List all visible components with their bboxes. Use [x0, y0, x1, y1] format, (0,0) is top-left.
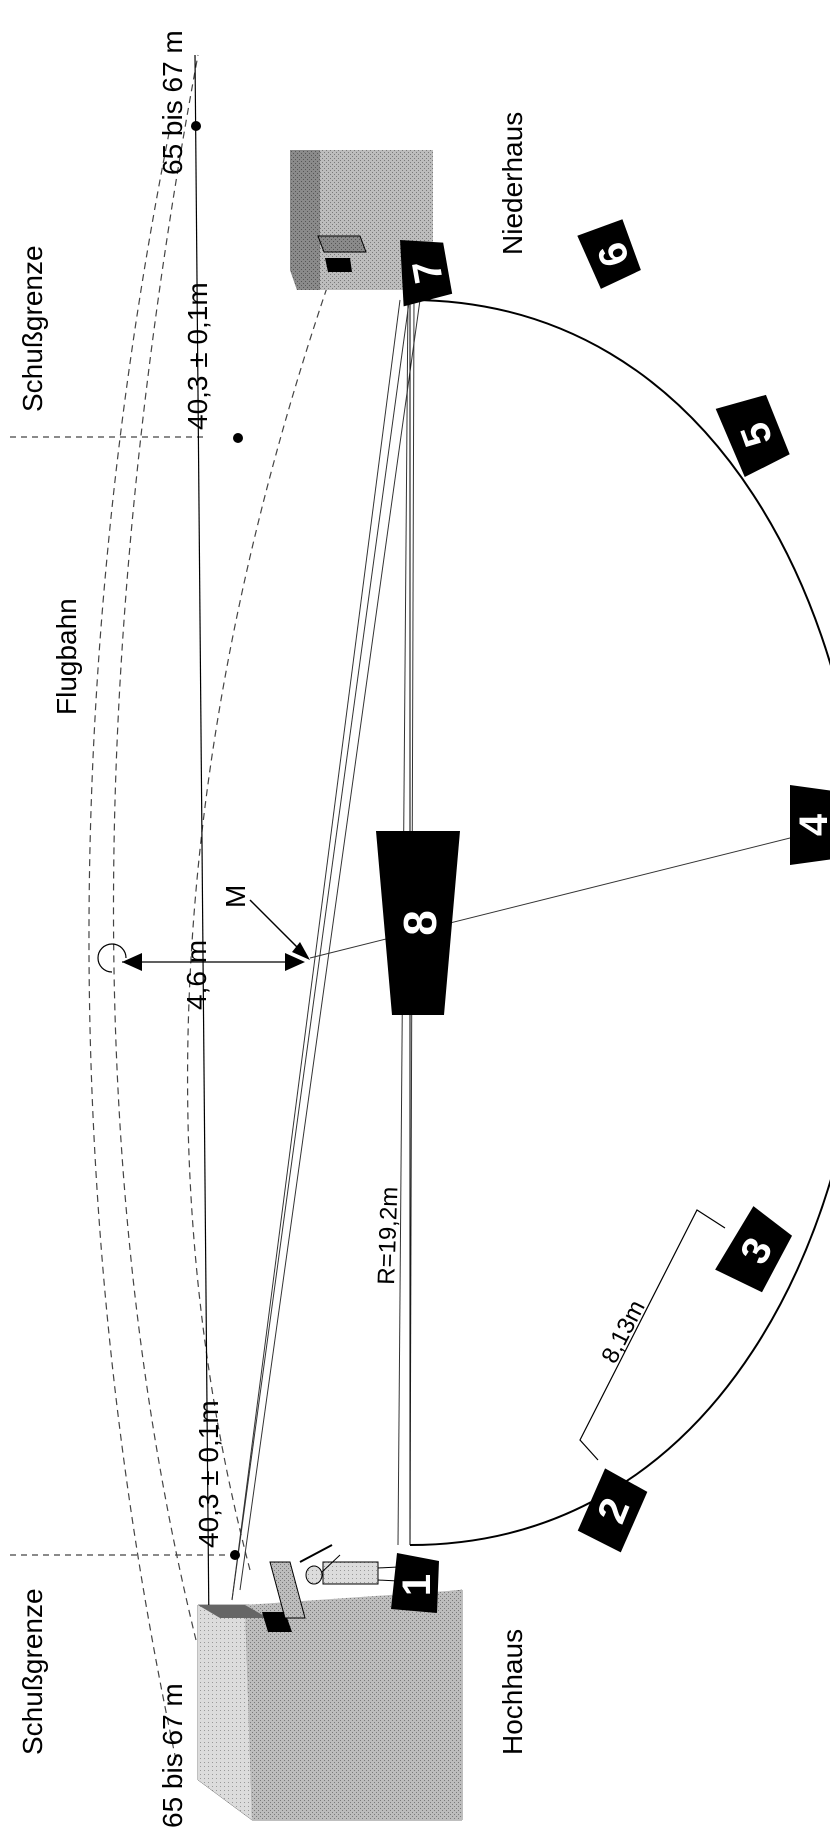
station-3: 3: [715, 1206, 793, 1293]
svg-text:4: 4: [792, 813, 830, 836]
label-dist-left: 40,3 ± 0,1m: [193, 1400, 224, 1548]
hochhaus-building: [197, 1561, 463, 1821]
flight-path-curve-2: [112, 54, 199, 1641]
label-schussgrenze-left: Schußgrenze: [17, 1588, 48, 1755]
station-arc: [409, 299, 830, 1546]
label-flugbahn: Flugbahn: [51, 598, 82, 715]
label-dist-right: 40,3 ± 0,1m: [182, 282, 213, 430]
label-schussgrenze-right: Schußgrenze: [17, 245, 48, 412]
center-arrow-head: [292, 942, 310, 960]
sight-line-e: [231, 299, 401, 1601]
station-1: 1: [391, 1553, 439, 1613]
chord-bracket: [579, 1209, 726, 1461]
sight-line-a: [194, 54, 211, 1746]
station-5: 5: [715, 394, 790, 478]
station-2: 2: [577, 1468, 648, 1553]
station-7: 7: [400, 240, 453, 307]
label-range-left: 65 bis 67 m: [157, 1683, 188, 1828]
label-chord: 8,13m: [596, 1296, 650, 1368]
hochhaus-hatch: [269, 1561, 306, 1619]
flight-path-curve-1: [88, 127, 177, 1761]
niederhaus-window: [325, 258, 352, 272]
label-niederhaus: Niederhaus: [497, 112, 528, 255]
svg-text:8: 8: [394, 910, 446, 936]
dot-range-top: [191, 121, 201, 131]
height-arrow-right: [285, 953, 305, 971]
flight-path-curve-3: [187, 249, 341, 1571]
label-radius: R=19,2m: [373, 1186, 403, 1285]
svg-text:1: 1: [395, 1574, 439, 1596]
label-range-right: 65 bis 67 m: [157, 30, 188, 175]
label-hochhaus: Hochhaus: [497, 1629, 528, 1755]
dot-dist-top: [233, 433, 243, 443]
station-8: 8: [376, 831, 460, 1015]
sight-line-b: [231, 294, 411, 1601]
dot-dist-bottom: [230, 1550, 240, 1560]
station-4: 4: [790, 785, 830, 865]
crossing-marker: [97, 943, 127, 973]
sight-line-f: [239, 299, 421, 1591]
label-height: 4,6 m: [181, 940, 212, 1010]
center-arrow-line: [249, 899, 301, 951]
station-6: 6: [577, 219, 641, 289]
height-arrow-left: [122, 953, 142, 971]
label-center-m: M: [220, 885, 251, 908]
niederhaus-building: [290, 150, 433, 290]
